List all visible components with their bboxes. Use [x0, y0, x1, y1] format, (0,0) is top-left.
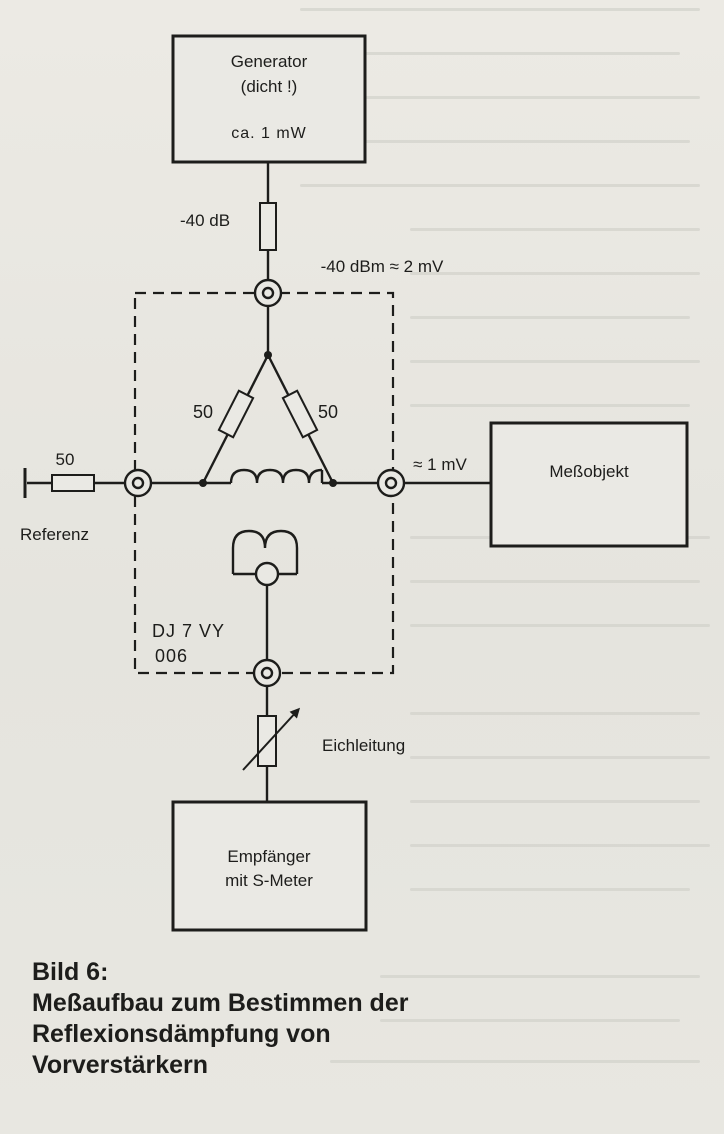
- show-through-line: [330, 1060, 700, 1063]
- coil-tap-icon: [254, 561, 280, 587]
- reference-resistor-label: 50: [56, 450, 75, 469]
- circuit-diagram: Generator (dicht !) ca. 1 mW -40 dB -40 …: [20, 34, 689, 932]
- bridge-resistor-left-label: 50: [193, 402, 213, 422]
- show-through-line: [410, 624, 710, 627]
- bridge-resistor-right: [281, 389, 319, 439]
- step-attenuator-label: Eichleitung: [322, 736, 405, 755]
- generator-box: [171, 34, 367, 164]
- show-through-line: [300, 96, 700, 99]
- generator-power: ca. 1 mW: [231, 125, 307, 142]
- junction-dot: [199, 479, 207, 487]
- top-connector-pin: [261, 286, 275, 300]
- junction-dot: [329, 479, 337, 487]
- bottom-connector-pin: [260, 666, 274, 680]
- generator-note: (dicht !): [241, 77, 298, 96]
- receiver-label-1: Empfänger: [227, 847, 310, 866]
- show-through-line: [410, 712, 700, 715]
- show-through-line: [410, 756, 710, 759]
- reference-label: Referenz: [20, 525, 89, 544]
- receiver-box: [171, 800, 368, 932]
- show-through-line: [410, 272, 700, 275]
- caption-line: Reflexionsdämpfung von: [32, 1020, 331, 1048]
- secondary-coil: [231, 529, 299, 549]
- attenuator-label: -40 dB: [180, 211, 230, 230]
- reference-connector-pin: [131, 476, 145, 490]
- show-through-line: [410, 360, 700, 363]
- caption-line: Meßaufbau zum Bestimmen der: [32, 989, 409, 1017]
- caption-figure-number: Bild 6:: [32, 958, 109, 986]
- show-through-line: [300, 52, 680, 55]
- show-through-line: [300, 184, 700, 187]
- show-through-line: [300, 140, 690, 143]
- show-through-line: [380, 1019, 680, 1022]
- step-attenuator-resistor: [257, 715, 277, 767]
- receiver-label-2: mit S-Meter: [225, 871, 313, 890]
- show-through-line: [410, 844, 710, 847]
- primary-coil: [229, 468, 323, 484]
- designer-code: 006: [155, 646, 188, 666]
- attenuator-resistor: [259, 202, 277, 251]
- bridge-resistor-right-label: 50: [318, 402, 338, 422]
- show-through-line: [410, 316, 690, 319]
- show-through-line: [380, 975, 700, 978]
- show-through-line: [300, 8, 700, 11]
- show-through-line: [410, 404, 690, 407]
- input-level-label: -40 dBm ≈ 2 mV: [321, 257, 444, 276]
- dut-label: Meßobjekt: [549, 462, 629, 481]
- show-through-line: [410, 580, 700, 583]
- show-through-line: [410, 888, 690, 891]
- variable-arrow-icon: [242, 707, 301, 771]
- caption-line: Vorverstärkern: [32, 1051, 209, 1079]
- output-level-label: ≈ 1 mV: [413, 455, 467, 474]
- show-through-line: [410, 228, 700, 231]
- generator-label: Generator: [231, 52, 308, 71]
- output-connector-pin: [384, 476, 398, 490]
- show-through-line: [410, 800, 700, 803]
- designer-label: DJ 7 VY: [152, 621, 225, 641]
- dut-box: [489, 421, 689, 548]
- bridge-resistor-left: [217, 389, 255, 439]
- figure-caption: Bild 6: Meßaufbau zum Bestimmen der Refl…: [32, 957, 692, 1081]
- reference-resistor: [51, 474, 95, 492]
